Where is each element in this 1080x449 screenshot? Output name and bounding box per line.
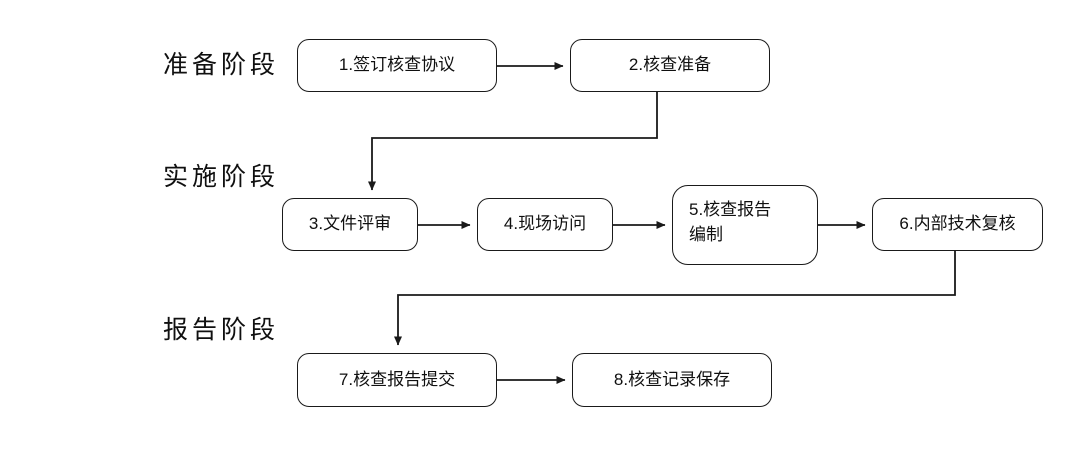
node-label: 5.核查报告 编制 <box>689 200 772 244</box>
step-3-document-review[interactable]: 3.文件评审 <box>282 198 418 251</box>
node-label: 2.核查准备 <box>628 55 712 75</box>
step-1-sign-verification-agreement[interactable]: 1.签订核查协议 <box>297 39 497 92</box>
arrow-step2-to-step3 <box>368 92 658 191</box>
stage-prepare: 准备阶段 <box>163 52 280 79</box>
node-label: 4.现场访问 <box>503 214 587 234</box>
node-label: 7.核查报告提交 <box>338 369 456 389</box>
step-4-on-site-visit[interactable]: 4.现场访问 <box>477 198 613 251</box>
stage-report: 报告阶段 <box>163 317 280 344</box>
stage-implement: 实施阶段 <box>163 164 280 191</box>
step-5-verification-report-drafting[interactable]: 5.核查报告 编制 <box>672 185 818 265</box>
node-label: 8.核查记录保存 <box>613 369 731 389</box>
node-label: 6.内部技术复核 <box>899 214 1016 234</box>
step-7-verification-report-submission[interactable]: 7.核查报告提交 <box>297 353 497 407</box>
step-6-internal-technical-review[interactable]: 6.内部技术复核 <box>872 198 1043 251</box>
node-label: 1.签订核查协议 <box>338 55 456 75</box>
arrow-step6-to-step7 <box>394 251 956 346</box>
node-label: 3.文件评审 <box>308 214 392 234</box>
step-2-verification-preparation[interactable]: 2.核查准备 <box>570 39 770 92</box>
step-8-verification-record-retention[interactable]: 8.核查记录保存 <box>572 353 772 407</box>
